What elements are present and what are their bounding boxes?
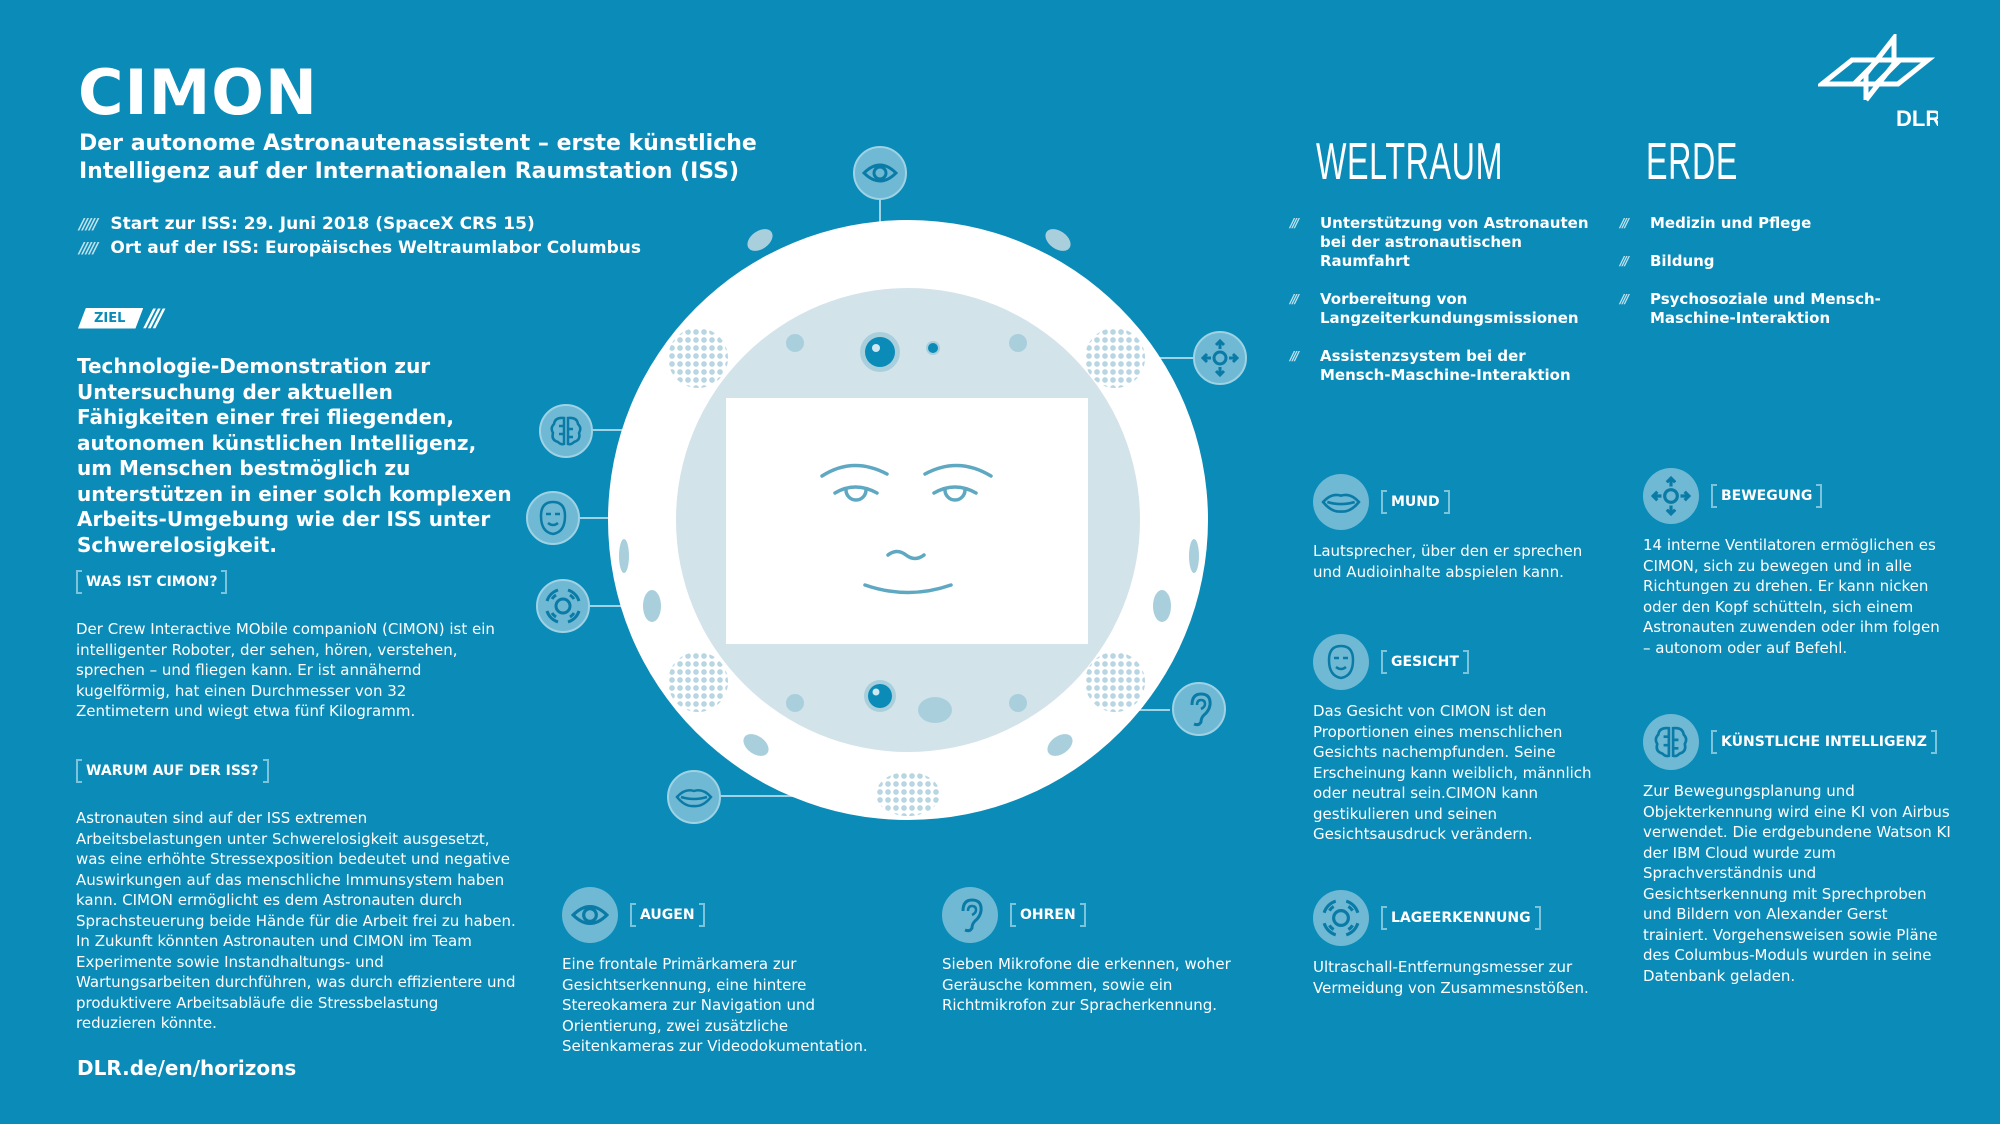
list-item: ///Unterstützung von Astronauten bei der… [1290,214,1589,270]
feature-ki: KÜNSTLICHE INTELLIGENZ Zur Bewegungsplan… [1643,713,1953,986]
fact-text: Ort auf der ISS: Europäisches Weltraumla… [110,238,641,258]
bullet-icon: /// [1290,292,1299,306]
fact-location: ///// Ort auf der ISS: Europäisches Weltr… [79,236,641,260]
speaker-grill-top-left [668,328,728,388]
heading-weltraum: WELTRAUM [1316,133,1504,191]
feature-heading: OHREN [1010,903,1086,927]
mission-facts: ///// Start zur ISS: 29. Juni 2018 (Space… [79,212,641,260]
eye-icon [562,887,618,943]
feature-text: Ultraschall-Entfernungsmesser zur Vermei… [1313,958,1589,997]
list-item: ///Bildung [1620,252,1715,270]
page-subtitle: Der autonome Astronautenassistent – erst… [79,131,757,184]
feature-heading: LAGEERKENNUNG [1381,906,1541,930]
robot-screen [726,398,1088,644]
list-item: ///Medizin und Pflege [1620,214,1812,232]
erde-list: ///Medizin und Pflege ///Bildung ///Psyc… [1620,214,1920,347]
bullet-icon: /// [1620,216,1629,230]
ziel-badge: ZIEL /// [78,304,164,332]
robot-face [820,463,993,595]
weltraum-list: ///Unterstützung von Astronauten bei der… [1290,214,1590,404]
callout-ear-icon [1172,682,1226,736]
ziel-label: ZIEL [78,308,143,329]
bullet-icon: /// [1620,254,1629,268]
feature-text: Eine frontale Primärkamera zur Gesichtse… [562,955,868,1055]
hatch-icon: ///// [79,215,98,233]
front-camera-bottom [864,680,896,712]
section-heading-was: WAS IST CIMON? [76,570,228,594]
brain-icon [1643,714,1699,770]
feature-heading: MUND [1381,490,1450,514]
callout-face-icon [526,491,580,545]
ear-icon [942,887,998,943]
feature-heading: AUGEN [630,903,705,927]
feature-augen: AUGEN Eine frontale Primärkamera zur Ges… [562,886,882,1057]
speaker-grill-bottom [876,772,940,816]
slash-icon: /// [145,304,163,332]
callout-mouth-icon [667,770,721,824]
section-text-warum: Astronauten sind auf der ISS extremen Ar… [76,809,516,1032]
feature-bewegung: BEWEGUNG 14 interne Ventilatoren ermögli… [1643,467,1943,658]
cimon-robot-illustration [580,200,1208,820]
feature-text: Das Gesicht von CIMON ist den Proportion… [1313,702,1592,843]
feature-gesicht: GESICHT Das Gesicht von CIMON ist den Pr… [1313,633,1613,845]
feature-text: Zur Bewegungsplanung und Objekterkennung… [1643,782,1951,985]
sonar-icon [1313,890,1369,946]
feature-text: Sieben Mikrofone die erkennen, woher Ger… [942,955,1231,1014]
list-item: ///Vorbereitung von Langzeiterkundungsmi… [1290,290,1579,327]
heading-erde: ERDE [1646,133,1739,191]
feature-mund: MUND Lautsprecher, über den er sprechen … [1313,473,1613,582]
hatch-icon: ///// [79,239,98,257]
fact-text: Start zur ISS: 29. Juni 2018 (SpaceX CRS… [110,214,535,234]
page-title: CIMON [78,56,318,129]
bullet-icon: /// [1290,349,1299,363]
dlr-emblem-icon: DLR [1814,30,1941,131]
svg-text:DLR: DLR [1896,106,1938,130]
feature-text: Lautsprecher, über den er sprechen und A… [1313,542,1583,581]
feature-heading: GESICHT [1381,650,1469,674]
ziel-text: Technologie-Demonstration zur Untersuchu… [77,354,512,557]
speaker-grill-bottom-right [1085,652,1145,712]
list-item: ///Assistenzsystem bei der Mensch-Maschi… [1290,347,1571,384]
mouth-icon [1313,474,1369,530]
website-link[interactable]: DLR.de/en/horizons [77,1056,297,1080]
dlr-logo: DLR [1814,30,1941,134]
callout-brain-icon [539,404,593,458]
callout-sonar-icon [536,579,590,633]
callout-eye-icon [853,146,907,200]
feature-heading: BEWEGUNG [1711,484,1823,508]
bullet-icon: /// [1620,292,1629,306]
list-item: ///Psychosoziale und Mensch-Maschine-Int… [1620,290,1881,327]
feature-ohren: OHREN Sieben Mikrofone die erkennen, woh… [942,886,1242,1016]
speaker-grill-top-right [1085,328,1145,388]
speaker-grill-bottom-left [668,652,728,712]
feature-heading: KÜNSTLICHE INTELLIGENZ [1711,730,1937,754]
section-text-was: Der Crew Interactive MObile companioN (C… [76,620,495,720]
front-camera-top [860,332,900,372]
callout-movement-arrows-icon [1193,331,1247,385]
feature-text: 14 interne Ventilatoren ermöglichen es C… [1643,536,1940,657]
section-heading-warum: WARUM AUF DER ISS? [76,759,269,783]
fact-launch: ///// Start zur ISS: 29. Juni 2018 (Space… [79,212,641,236]
bullet-icon: /// [1290,216,1299,230]
face-icon [1313,634,1369,690]
movement-arrows-icon [1643,468,1699,524]
feature-lageerkennung: LAGEERKENNUNG Ultraschall-Entfernungsmes… [1313,889,1633,998]
